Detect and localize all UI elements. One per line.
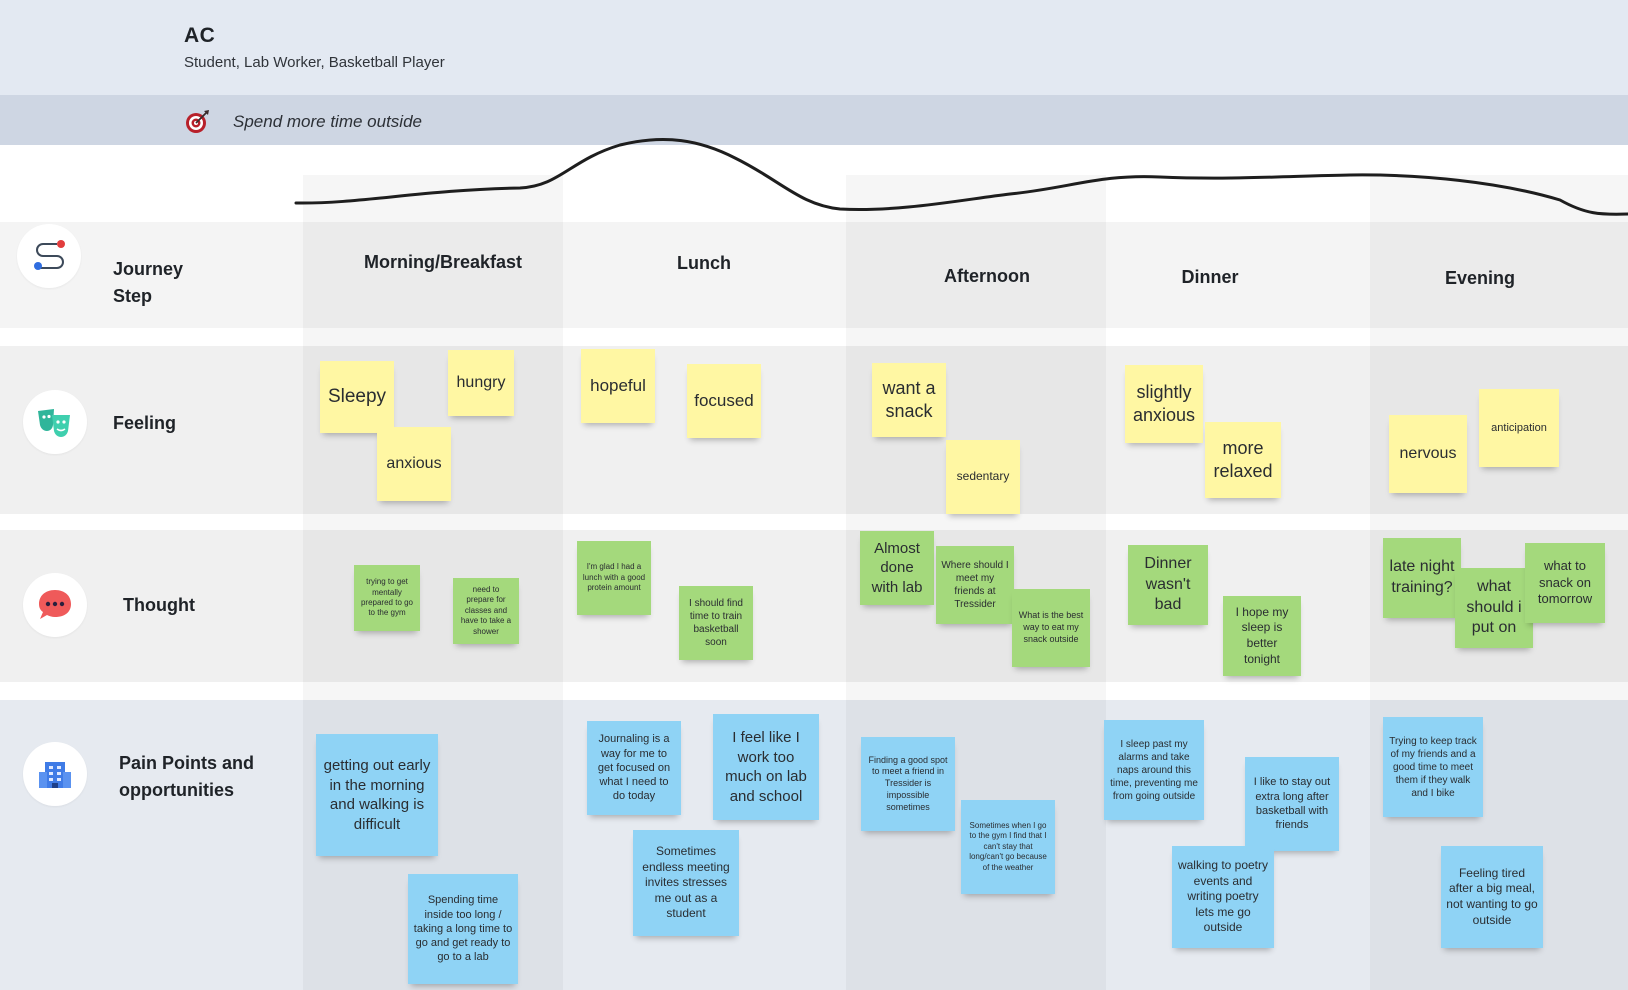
column-morning <box>303 175 563 990</box>
thought-note[interactable]: Where should I meet my friends at Tressi… <box>936 546 1014 624</box>
journey-step-icon-container <box>17 224 81 288</box>
step-evening: Evening <box>1444 268 1515 288</box>
feeling-note[interactable]: sedentary <box>946 440 1020 514</box>
thought-icon-container <box>23 573 87 637</box>
emotion-curve <box>294 137 1628 216</box>
persona-name: AC <box>184 24 216 47</box>
step-morning-breakfast: Morning/Breakfast <box>363 252 523 272</box>
pain-note[interactable]: I feel like I work too much on lab and s… <box>713 714 819 820</box>
pain-points-label-line1: Pain Points and <box>119 753 255 773</box>
thought-note[interactable]: late night training? <box>1383 538 1461 618</box>
pain-note[interactable]: walking to poetry events and writing poe… <box>1172 846 1274 948</box>
thought-note[interactable]: I should find time to train basketball s… <box>679 586 753 660</box>
pain-note[interactable]: Journaling is a way for me to get focuse… <box>587 721 681 815</box>
persona-roles: Student, Lab Worker, Basketball Player <box>184 54 445 71</box>
pain-note[interactable]: Feeling tired after a big meal, not want… <box>1441 846 1543 948</box>
thought-note[interactable]: What is the best way to eat my snack out… <box>1012 589 1090 667</box>
feeling-label: Feeling <box>113 413 177 433</box>
pain-points-icon-container <box>23 742 87 806</box>
step-dinner: Dinner <box>1181 267 1239 287</box>
feeling-note[interactable]: slightly anxious <box>1125 365 1203 443</box>
pain-note[interactable]: Finding a good spot to meet a friend in … <box>861 737 955 831</box>
pain-note[interactable]: Sometimes endless meeting invites stress… <box>633 830 739 936</box>
speech-bubble-icon <box>39 590 71 619</box>
pain-note[interactable]: I like to stay out extra long after bask… <box>1245 757 1339 851</box>
journey-step-label: Journey Step <box>113 256 183 310</box>
goal-text: Spend more time outside <box>233 112 422 131</box>
feeling-note[interactable]: more relaxed <box>1205 422 1281 498</box>
feeling-note[interactable]: anticipation <box>1479 389 1559 467</box>
feeling-note[interactable]: anxious <box>377 427 451 501</box>
journey-step-row <box>0 222 1628 328</box>
pain-points-label: Pain Points and opportunities <box>119 750 254 804</box>
pain-note[interactable]: getting out early in the morning and wal… <box>316 734 438 856</box>
goal-bar <box>0 95 1628 145</box>
building-icon <box>39 762 71 788</box>
pain-note[interactable]: Sometimes when I go to the gym I find th… <box>961 800 1055 894</box>
persona-header <box>0 0 1628 95</box>
pain-note[interactable]: I sleep past my alarms and take naps aro… <box>1104 720 1204 820</box>
thought-note[interactable]: what to snack on tomorrow <box>1525 543 1605 623</box>
feeling-note[interactable]: Sleepy <box>320 361 394 433</box>
thought-note[interactable]: Dinner wasn't bad <box>1128 545 1208 625</box>
thought-note[interactable]: trying to get mentally prepared to go to… <box>354 565 420 631</box>
feeling-row <box>0 346 1628 514</box>
thought-note[interactable]: what should i put on <box>1455 568 1533 648</box>
feeling-note[interactable]: want a snack <box>872 363 946 437</box>
feeling-note[interactable]: nervous <box>1389 415 1467 493</box>
route-map-pin-icon <box>34 240 65 270</box>
pain-points-label-line2: opportunities <box>119 780 234 800</box>
feeling-note[interactable]: focused <box>687 364 761 438</box>
step-lunch: Lunch <box>677 253 731 273</box>
thought-note[interactable]: I'm glad I had a lunch with a good prote… <box>577 541 651 615</box>
thought-row <box>0 530 1628 682</box>
feeling-icon-container <box>23 390 87 454</box>
feeling-note[interactable]: hungry <box>448 350 514 416</box>
journey-step-label-line1: Journey <box>113 259 184 279</box>
thought-note[interactable]: I hope my sleep is better tonight <box>1223 596 1301 676</box>
target-icon <box>186 110 209 133</box>
pain-note[interactable]: Spending time inside too long / taking a… <box>408 874 518 984</box>
pain-note[interactable]: Trying to keep track of my friends and a… <box>1383 717 1483 817</box>
thought-note[interactable]: Almost done with lab <box>860 531 934 605</box>
thought-label: Thought <box>123 595 195 615</box>
theater-masks-icon <box>38 409 70 437</box>
feeling-note[interactable]: hopeful <box>581 349 655 423</box>
thought-note[interactable]: need to prepare for classes and have to … <box>453 578 519 644</box>
journey-step-label-line2: Step <box>113 286 153 306</box>
step-afternoon: Afternoon <box>944 266 1030 286</box>
